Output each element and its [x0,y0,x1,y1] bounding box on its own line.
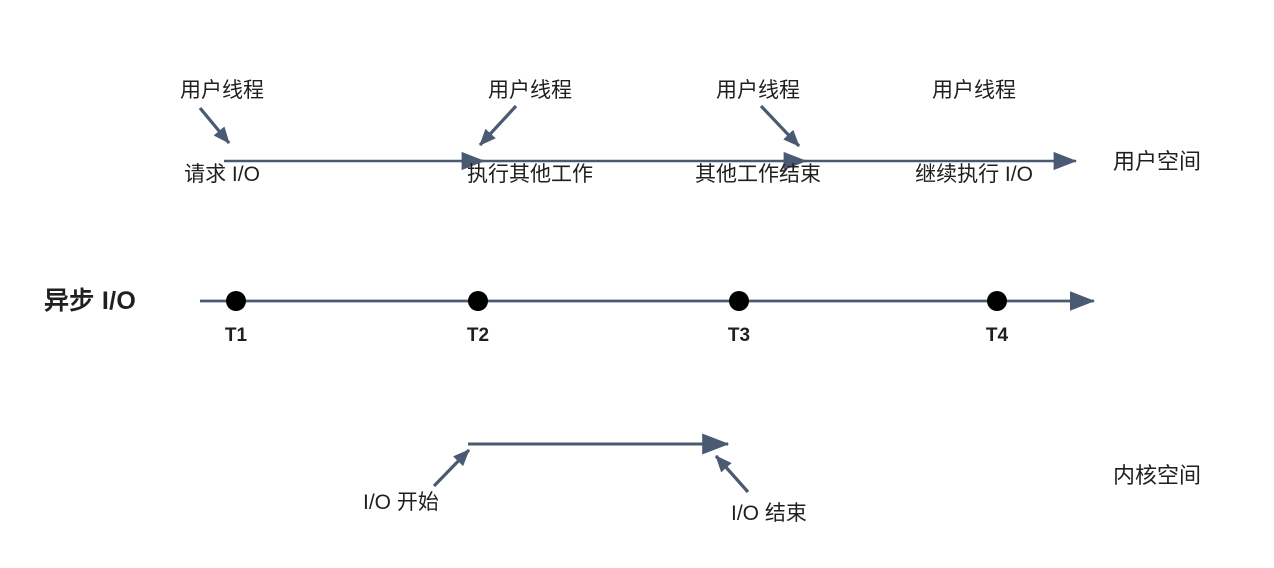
annotation-do-other-work-line1: 用户线程 [488,79,572,103]
annotation-other-work-done-line2: 其他工作结束 [695,162,821,186]
tick-label-t1: T1 [224,325,248,346]
annotation-continue-io: 用户线程 继续执行 I/O [884,22,1064,244]
annotation-do-other-work-line2: 执行其他工作 [467,162,593,186]
timeline-marker-t3 [729,291,749,311]
lane-label-kernel-space: 内核空间 [1113,463,1202,488]
annotation-io-start: I/O 开始 [363,491,439,514]
lane-label-user-space: 用户空间 [1113,149,1202,174]
leader-arrow-io-start [432,448,471,488]
annotation-continue-io-line1: 用户线程 [932,79,1016,103]
annotation-other-work-done: 用户线程 其他工作结束 [668,22,848,244]
annotation-request-io-line1: 用户线程 [180,79,264,103]
leader-arrow-do-other-work [478,104,518,147]
annotation-other-work-done-line1: 用户线程 [716,79,800,103]
tick-label-t4: T4 [985,325,1009,346]
timeline-marker-t2 [468,291,488,311]
leader-arrow-request-io [198,106,231,145]
tick-label-t2: T2 [466,325,490,346]
user-annotation-arrows [198,104,801,148]
async-io-timeline [200,291,1096,311]
leader-arrow-io-end [714,454,750,494]
kernel-space-timeline [432,433,750,494]
timeline-marker-t1 [226,291,246,311]
tick-label-t3: T3 [727,325,751,346]
annotation-do-other-work: 用户线程 执行其他工作 [440,22,620,244]
timeline-marker-t4 [987,291,1007,311]
annotation-request-io: 用户线程 请求 I/O [142,22,302,244]
leader-arrow-other-work-done [759,104,801,148]
annotation-request-io-line2: 请求 I/O [184,162,260,186]
annotation-continue-io-line2: 继续执行 I/O [915,162,1033,186]
annotation-io-end: I/O 结束 [731,502,807,525]
row-title-async-io: 异步 I/O [44,287,137,315]
